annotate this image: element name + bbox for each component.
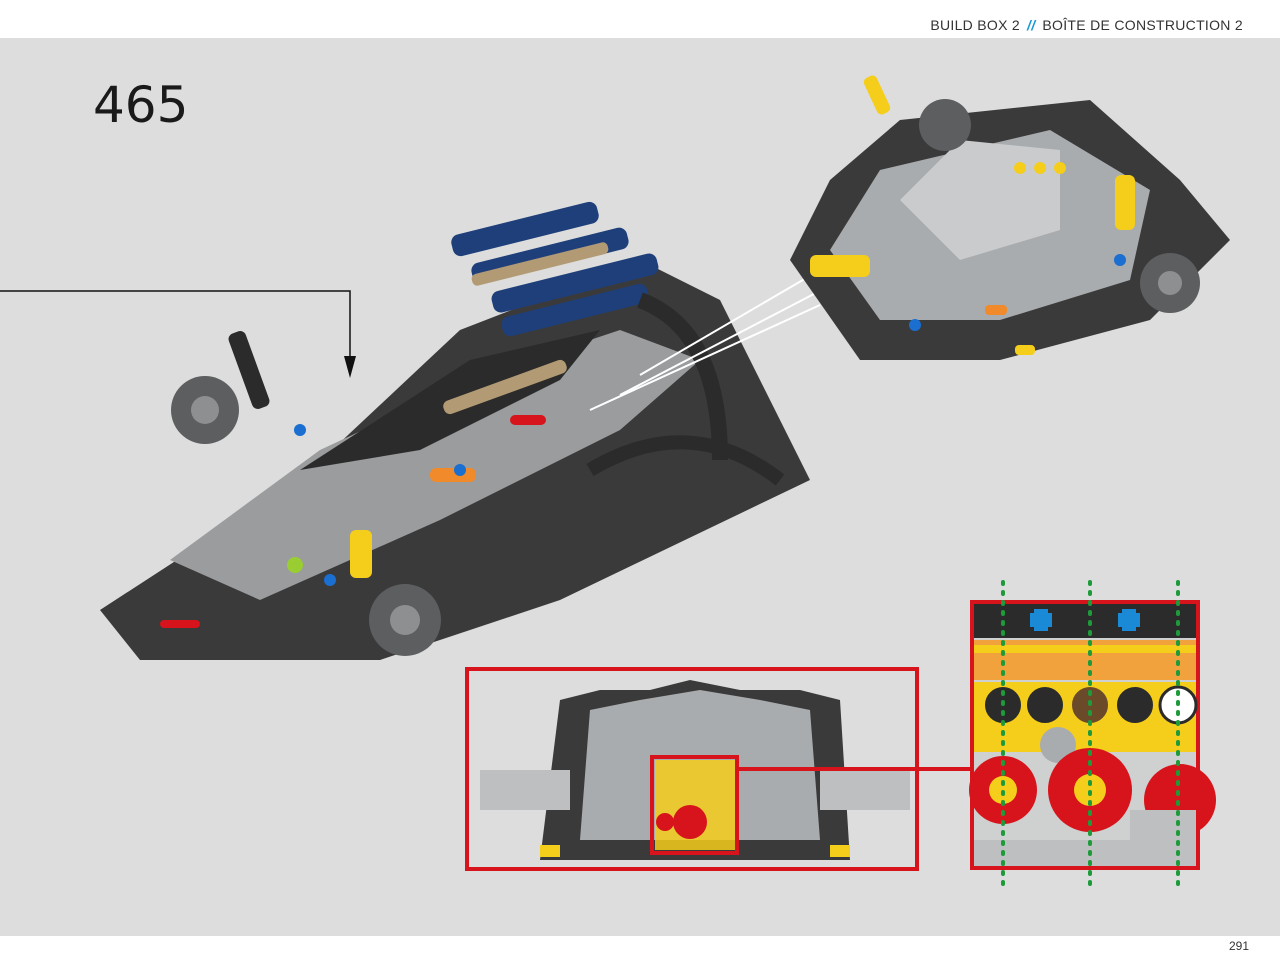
engine-assembly bbox=[790, 75, 1230, 360]
page-header: BUILD BOX 2 // BOÎTE DE CONSTRUCTION 2 bbox=[0, 0, 1280, 38]
header-separator: // bbox=[1027, 17, 1036, 33]
build-box-fr: BOÎTE DE CONSTRUCTION 2 bbox=[1042, 17, 1243, 33]
detail-callout-wide bbox=[465, 667, 919, 871]
alignment-guides bbox=[1001, 580, 1180, 890]
build-box-en: BUILD BOX 2 bbox=[930, 17, 1021, 33]
chassis-assembly bbox=[100, 201, 810, 660]
build-box-label: BUILD BOX 2 // BOÎTE DE CONSTRUCTION 2 bbox=[930, 17, 1243, 33]
pointer-arrow bbox=[0, 290, 356, 378]
detail-callout-zoom bbox=[969, 600, 1216, 870]
page-footer: 291 bbox=[0, 936, 1280, 974]
tan-links bbox=[443, 242, 609, 415]
page-number: 291 bbox=[1228, 939, 1249, 953]
step-number: 465 bbox=[93, 76, 189, 134]
